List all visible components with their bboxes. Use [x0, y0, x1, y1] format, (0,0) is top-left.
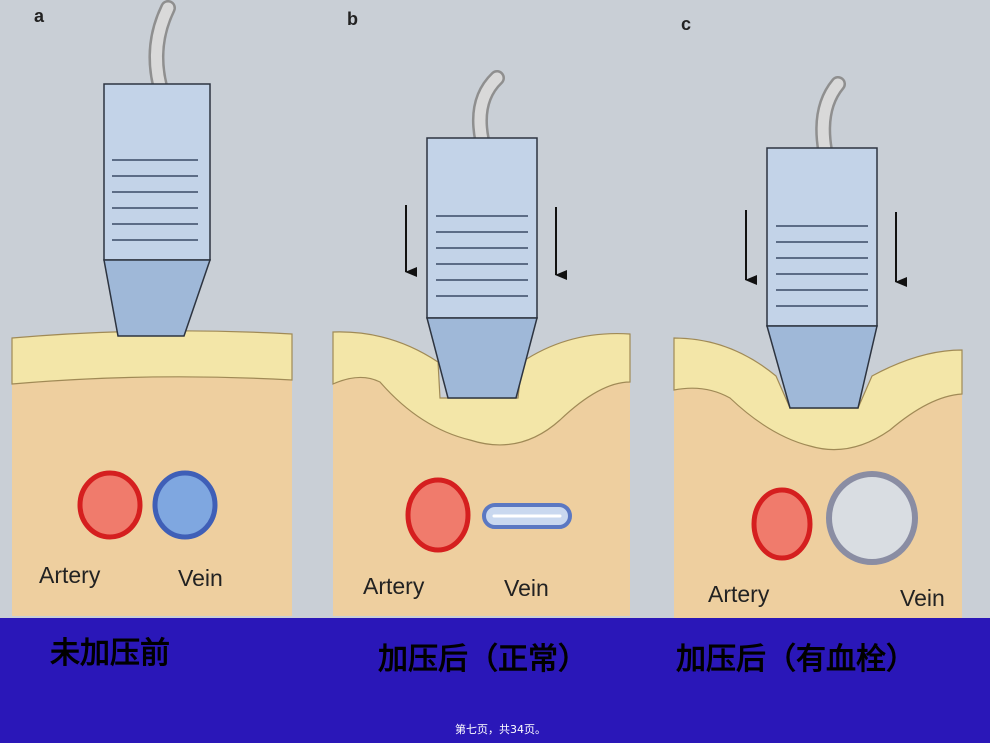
artery-label: Artery [39, 562, 101, 588]
panel-b: b Artery Vein [332, 9, 631, 616]
caption-band [0, 618, 990, 743]
panel-letter-b: b [347, 9, 358, 29]
panel-letter-c: c [681, 14, 691, 34]
vein-vessel-open [152, 470, 218, 540]
skin-layer [332, 331, 631, 446]
panel-c: c Artery Vein [673, 14, 963, 620]
caption-after-compression-normal: 加压后（正常） [378, 642, 588, 677]
artery-label: Artery [708, 581, 770, 607]
artery-vessel [751, 487, 813, 561]
vein-label: Vein [504, 575, 549, 601]
skin-layer [11, 330, 293, 385]
tissue-layer [12, 330, 292, 616]
caption-before-compression: 未加压前 [50, 636, 170, 671]
ultrasound-probe [103, 0, 212, 337]
page-footer: 第七页，共34页。 [455, 723, 546, 736]
compression-ultrasound-diagram: a Artery Vein b [11, 0, 963, 620]
skin-layer [673, 337, 963, 451]
caption-after-compression-thrombus: 加压后（有血栓） [676, 642, 916, 677]
panel-a: a Artery Vein [11, 0, 293, 616]
panel-letter-a: a [34, 6, 45, 26]
vein-label: Vein [178, 565, 223, 591]
artery-vessel [77, 470, 143, 540]
vein-vessel-thrombus [826, 471, 918, 565]
ultrasound-probe [426, 70, 538, 399]
vein-label: Vein [900, 585, 945, 611]
artery-label: Artery [363, 573, 425, 599]
ultrasound-probe [766, 76, 878, 409]
artery-vessel [405, 477, 471, 553]
